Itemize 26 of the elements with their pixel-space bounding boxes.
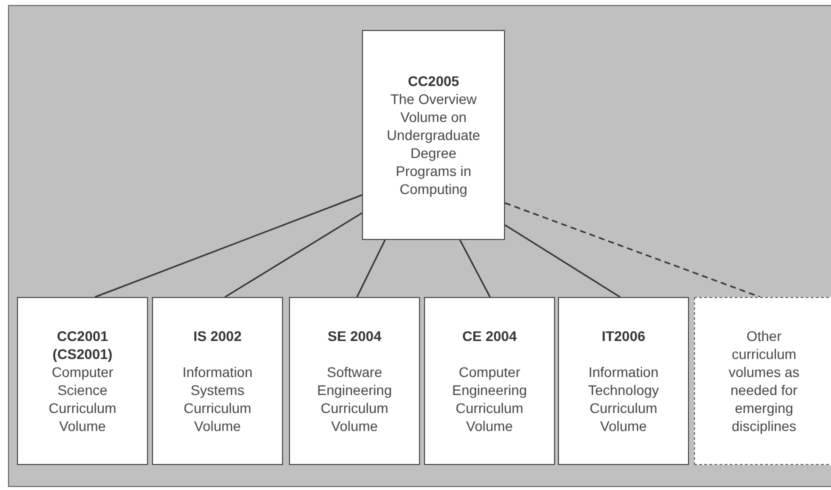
volume-description: Computer Science Curriculum Volume (48, 363, 118, 435)
volume-box (152, 297, 283, 465)
volume-box (424, 297, 555, 465)
volume-code: IS 2002 (192, 327, 243, 345)
volume-box (17, 297, 148, 465)
volume-code: CC2005 (406, 72, 460, 90)
connector-line (504, 202, 760, 298)
volume-code: SE 2004 (326, 327, 382, 345)
volume-description: Other curriculum volumes as needed for emerging disciplines (728, 327, 800, 435)
volume-code: IT2006 (600, 327, 646, 345)
volume-box (289, 297, 420, 465)
volume-description: Information Technology Curriculum Volume (587, 363, 660, 435)
connector-line (94, 194, 362, 298)
volume-description: The Overview Volume on Undergraduate Degree Programs in Computing (386, 90, 482, 198)
volume-code: CC2001 (CS2001) (52, 327, 114, 363)
overview-box (362, 30, 505, 240)
connector-line (504, 224, 620, 298)
volume-description: Information Systems Curriculum Volume (181, 363, 254, 435)
volume-description: Computer Engineering Curriculum Volume (451, 363, 528, 435)
volume-code: CE 2004 (461, 327, 518, 345)
connector-line (356, 240, 386, 298)
volume-box (558, 297, 689, 465)
connector-line (459, 240, 491, 298)
connector-line (224, 212, 362, 298)
volume-description: Software Engineering Curriculum Volume (316, 363, 393, 435)
volume-box (694, 297, 831, 465)
